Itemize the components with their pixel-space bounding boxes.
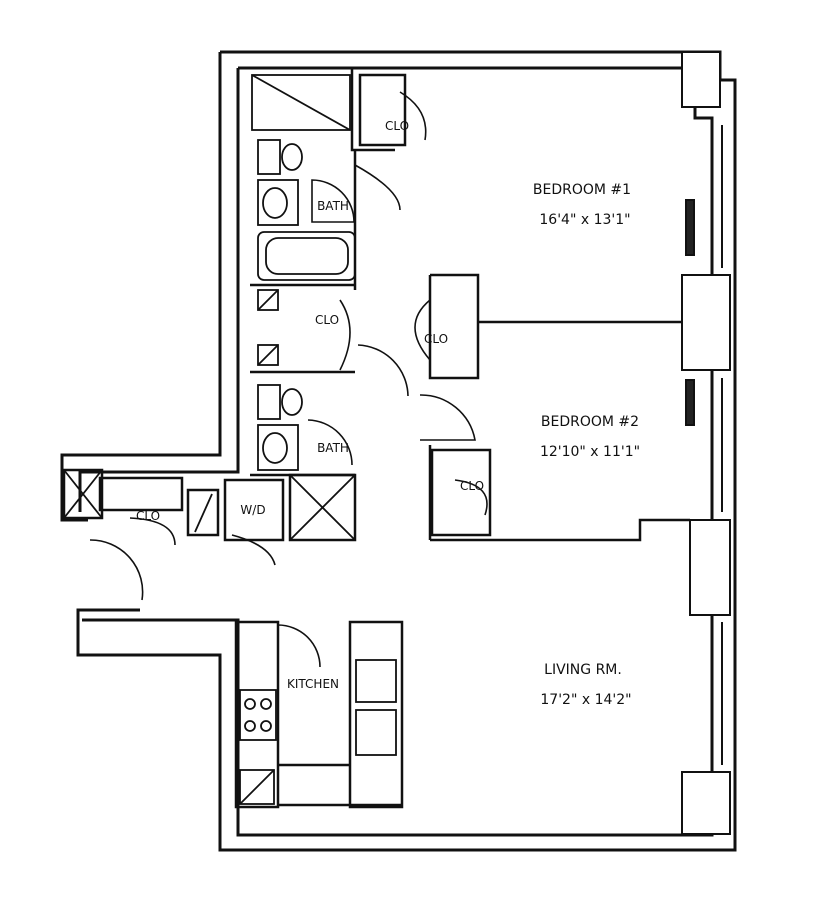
closet-label-3: CLO bbox=[424, 332, 448, 346]
washer-dryer-label: W/D bbox=[240, 503, 265, 517]
living-name: LIVING RM. bbox=[544, 662, 622, 678]
living-size: 17'2" x 14'2" bbox=[540, 692, 631, 708]
room-labels: BEDROOM #1 16'4" x 13'1" BEDROOM #2 12'1… bbox=[136, 119, 640, 708]
bedroom1-name: BEDROOM #1 bbox=[533, 182, 631, 198]
bedroom1-size: 16'4" x 13'1" bbox=[539, 212, 630, 228]
closet-label-1: CLO bbox=[385, 119, 409, 133]
closet-label-5: CLO bbox=[136, 509, 160, 523]
door-swings bbox=[89, 91, 488, 668]
interior-walls bbox=[62, 68, 690, 809]
bedroom2-size: 12'10" x 11'1" bbox=[540, 444, 640, 460]
kitchen-label: KITCHEN bbox=[287, 677, 339, 691]
wall-band bbox=[681, 51, 731, 835]
closet-label-4: CLO bbox=[460, 479, 484, 493]
shower-1 bbox=[251, 74, 351, 131]
bedroom2-name: BEDROOM #2 bbox=[541, 414, 639, 430]
bath2-label: BATH bbox=[317, 441, 349, 455]
bath1-label: BATH bbox=[317, 199, 349, 213]
fixtures bbox=[63, 74, 397, 805]
window-marks bbox=[685, 125, 723, 765]
closet-label-2: CLO bbox=[315, 313, 339, 327]
